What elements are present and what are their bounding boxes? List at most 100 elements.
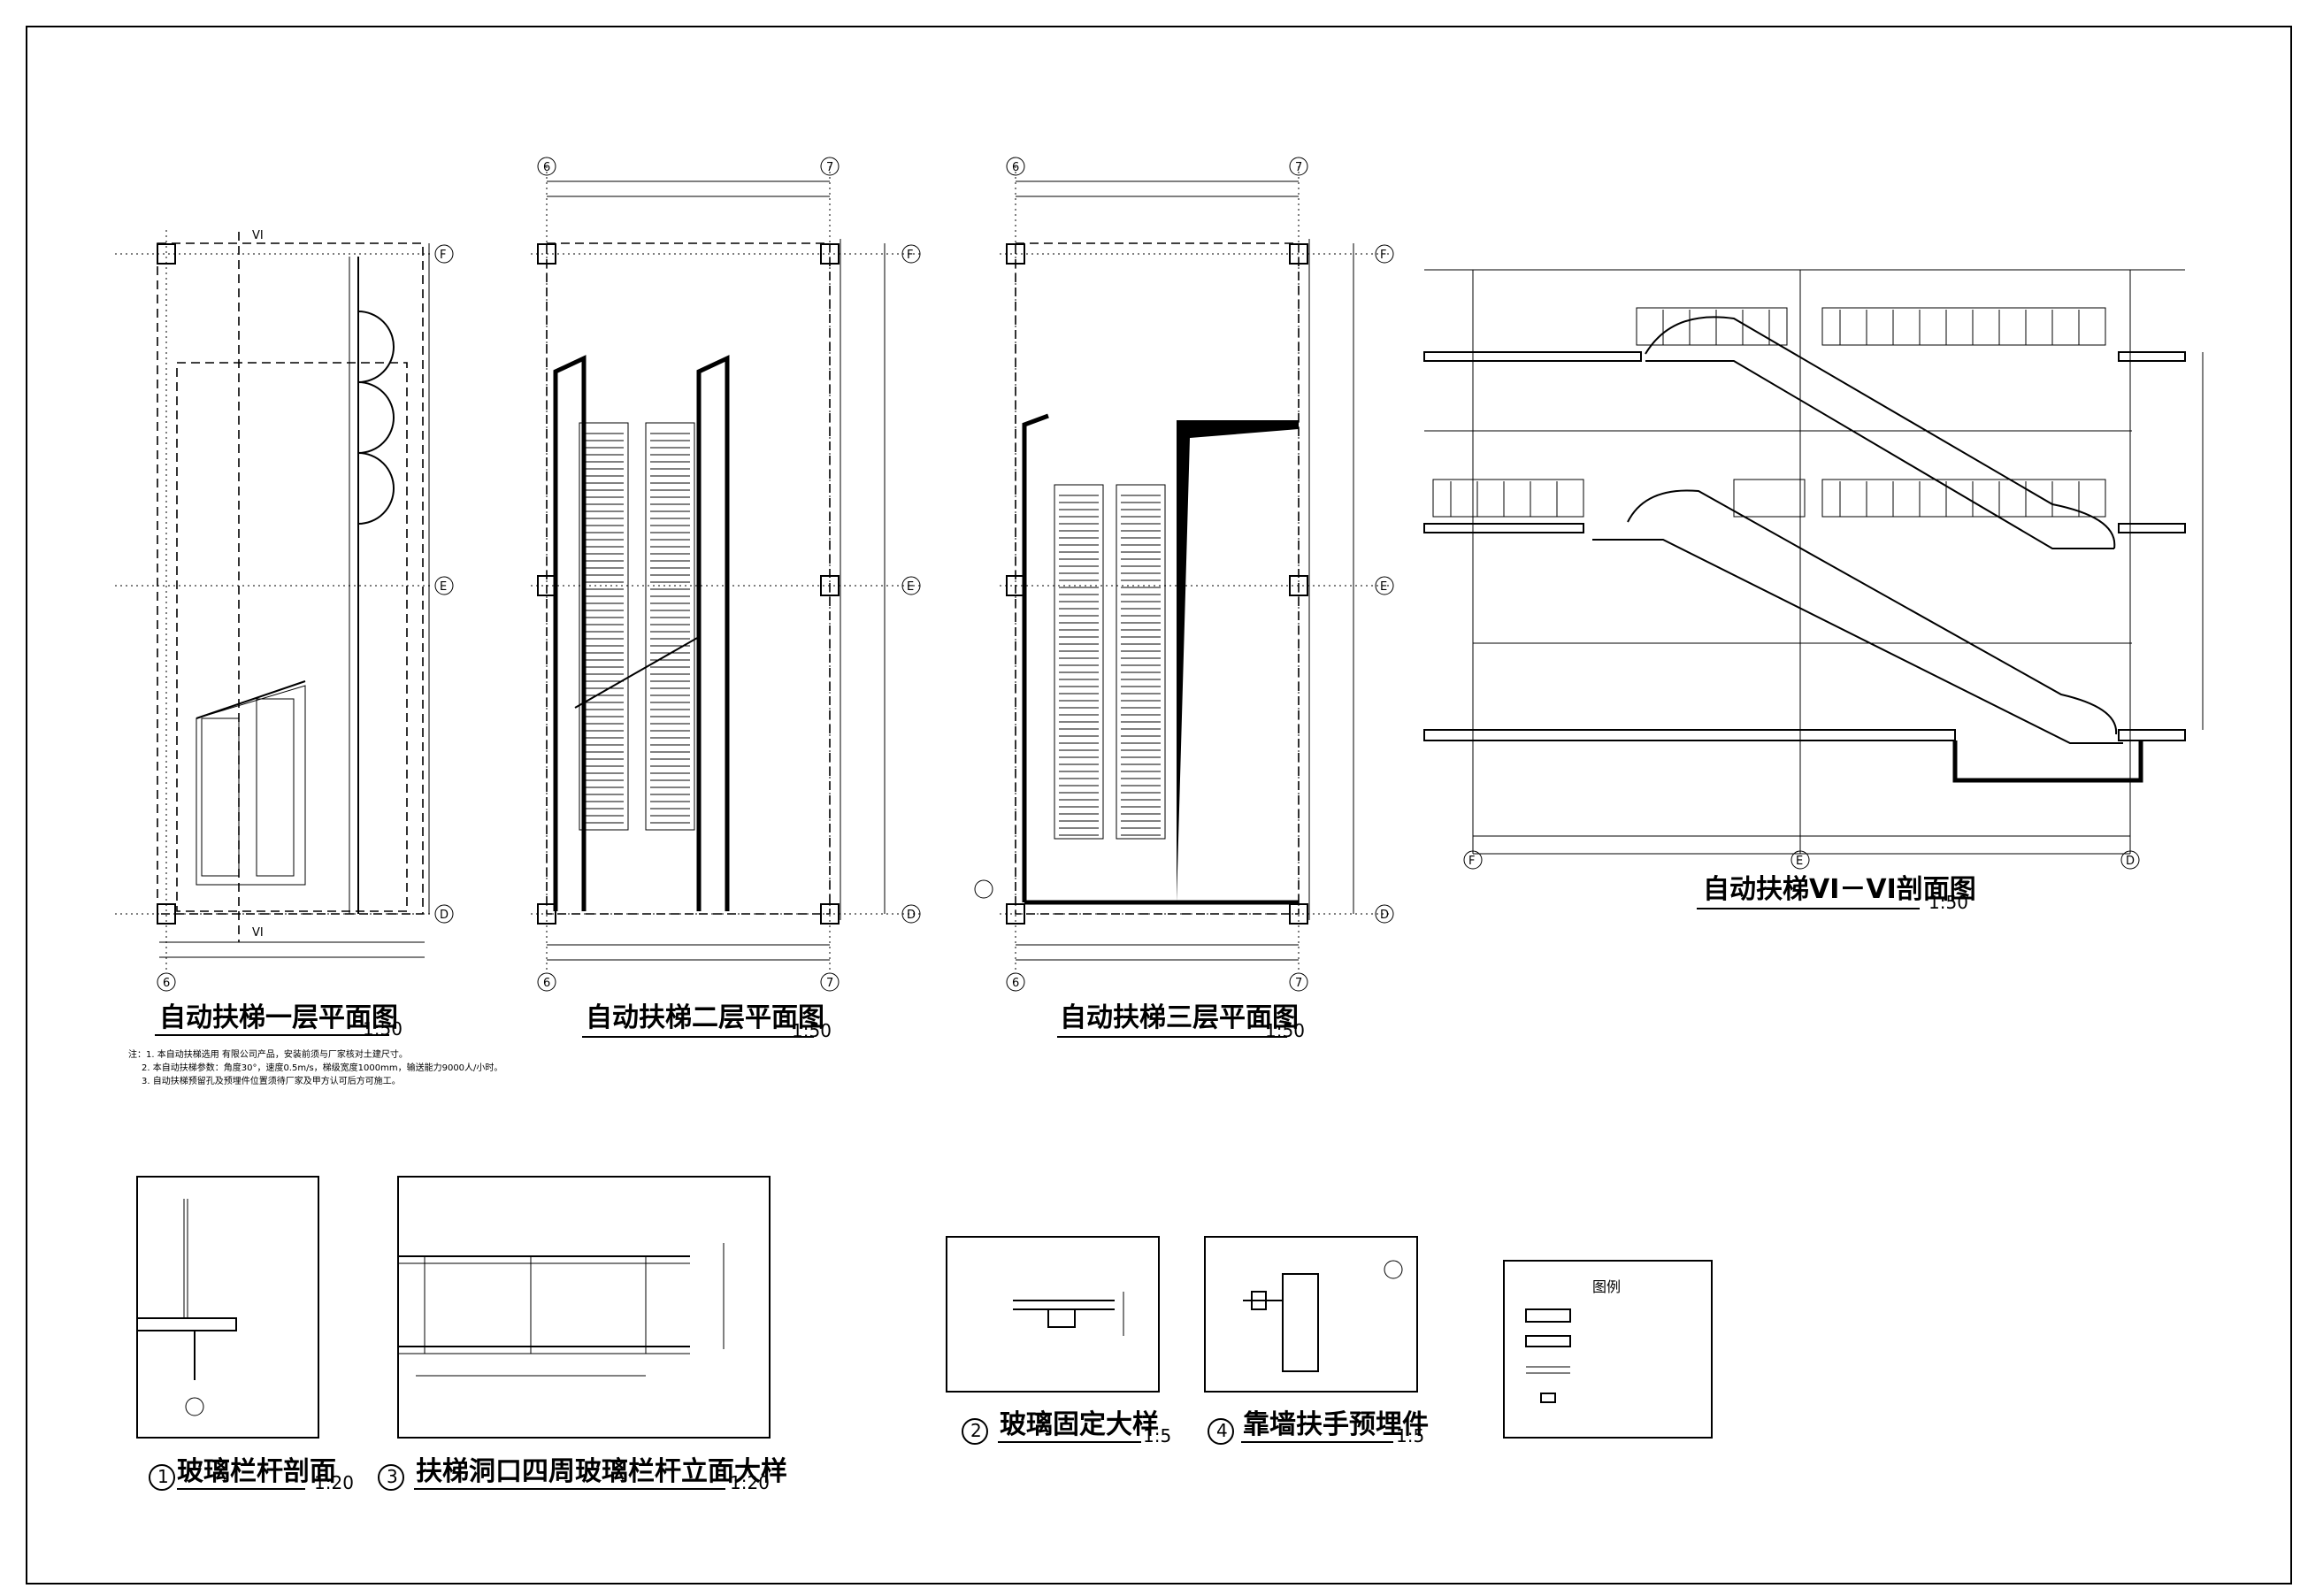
- section-slab-l2-left: [1423, 523, 1584, 533]
- plan2-axis-label-6-top: 6: [543, 161, 550, 174]
- plan1-pit-outline: [176, 362, 408, 912]
- plan1-axis-bubble-e: [434, 576, 454, 595]
- plan3-axis-bubble-d: [1375, 904, 1394, 924]
- notes-block: 注：1. 本自动扶梯选用 有限公司产品，安装前须与厂家核对土建尺寸。 2. 本自…: [128, 1048, 502, 1086]
- plan3-axis-bubble-7-top: [1289, 157, 1308, 176]
- detail2-number: 2: [970, 1420, 982, 1441]
- note-line-1: 注：1. 本自动扶梯选用 有限公司产品，安装前须与厂家核对土建尺寸。: [128, 1048, 408, 1060]
- plan1-cut-mark-top: VI: [252, 229, 264, 242]
- plan2-axis-bubble-f: [901, 244, 921, 264]
- detail4-frame: [1204, 1236, 1418, 1393]
- plan3-axis-bubble-7: [1289, 972, 1308, 992]
- plan2-column-br: [820, 903, 840, 925]
- plan2-title: 自动扶梯二层平面图: [586, 1002, 824, 1033]
- plan1-axis-label-6: 6: [163, 977, 170, 990]
- section-axis-bubble-e: [1790, 850, 1810, 870]
- plan2-left-opening-edge: [553, 355, 587, 911]
- section-rail-l2-left: [1432, 479, 1584, 518]
- section-pit: [1952, 740, 2143, 783]
- plan1-title: 自动扶梯一层平面图: [159, 1002, 398, 1033]
- section-escalator-upper-handrail: [1645, 316, 2116, 549]
- section-slab-l3-left: [1423, 351, 1642, 362]
- plan2-axis-bubble-d: [901, 904, 921, 924]
- detail4-scale: 1:5: [1396, 1425, 1424, 1446]
- plan1-column-bl: [157, 903, 176, 925]
- section-slab-l1-left: [1423, 729, 1956, 741]
- detail4-wall: [1282, 1273, 1319, 1372]
- section-axis-label-e: E: [1796, 855, 1803, 868]
- plan2-column-bl: [537, 903, 556, 925]
- plan3-axis-label-6: 6: [1012, 977, 1019, 990]
- plan3-title: 自动扶梯三层平面图: [1060, 1002, 1299, 1033]
- plan1-scale: 1:50: [363, 1018, 403, 1040]
- plan3-axis-label-e: E: [1380, 580, 1387, 594]
- section-escalator-lower-handrail: [1627, 489, 2118, 735]
- plan1-axis-bubble-f: [434, 244, 454, 264]
- plan2-axis-bubble-7: [820, 972, 840, 992]
- legend-swatch-concrete: [1525, 1308, 1571, 1323]
- plan3-column-mr: [1289, 575, 1308, 596]
- legend-title: 图例: [1592, 1278, 1621, 1295]
- plan1-escalator-left: [201, 717, 240, 877]
- section-escalator-upper-truss: [1645, 360, 2114, 549]
- plan3-scale: 1:50: [1265, 1020, 1305, 1041]
- detail1-title: 玻璃栏杆剖面: [177, 1456, 336, 1487]
- section-axis-bubble-f: [1463, 850, 1483, 870]
- plan-level-3: 6 7 6 7 F E D 自动扶梯三层平面图 1:50: [974, 157, 1394, 1041]
- plan2-cut-line: [574, 636, 700, 709]
- plan3-outline: [1015, 242, 1300, 915]
- detail4-title: 靠墙扶手预埋件: [1243, 1409, 1429, 1440]
- plan3-axis-label-6-top: 6: [1012, 161, 1019, 174]
- section-rail-l2-right: [1821, 479, 2106, 518]
- escalator-section: F E D 自动扶梯VI－VI剖面图 1:50: [1423, 269, 2204, 913]
- plan3-detail-callout-4: [974, 879, 993, 899]
- plan3-axis-bubble-6-top: [1006, 157, 1025, 176]
- legend-swatch-symbol: [1540, 1393, 1556, 1403]
- plan1-column-tl: [157, 243, 176, 265]
- plan3-escalator-down: [1054, 484, 1104, 840]
- plan2-right-opening-edge: [696, 355, 730, 911]
- plan1-cut-mark-bottom: VI: [252, 926, 264, 940]
- plan1-cut-line: [196, 680, 306, 719]
- legend: 图例: [1503, 1260, 1713, 1439]
- plan1-door-swings: [357, 311, 395, 525]
- detail2-frame: [946, 1236, 1160, 1393]
- plan1-outline: [157, 242, 424, 915]
- section-scale: 1:50: [1928, 892, 1968, 913]
- sheet-frame: [26, 26, 2292, 1584]
- plan2-axis-label-7-top: 7: [826, 161, 833, 174]
- section-slab-l1-right: [2118, 729, 2186, 741]
- detail4-callout: [1384, 1260, 1403, 1279]
- section-title: 自动扶梯VI－VI剖面图: [1703, 874, 1976, 905]
- plan2-axis-label-7: 7: [826, 977, 833, 990]
- plan2-axis-label-f: F: [907, 249, 913, 262]
- section-slab-l2-right: [2118, 523, 2186, 533]
- plan3-axis-bubble-e: [1375, 576, 1394, 595]
- detail2-scale: 1:5: [1143, 1425, 1171, 1446]
- detail1-bolt-symbol: [185, 1397, 204, 1416]
- plan1-escalator-right: [256, 698, 295, 877]
- note-line-2: 2. 本自动扶梯参数：角度30°，速度0.5m/s，梯级宽度1000mm，输送能…: [142, 1062, 502, 1073]
- detail1-scale: 1:20: [314, 1472, 354, 1493]
- section-rail-l2-mid: [1733, 479, 1806, 518]
- plan3-axis-label-f: F: [1380, 249, 1386, 262]
- detail2-number-bubble: [962, 1418, 988, 1445]
- detail2-title: 玻璃固定大样: [1000, 1409, 1159, 1440]
- detail3-number-bubble: [378, 1464, 404, 1491]
- detail3-posts: [424, 1256, 647, 1354]
- plan3-left-opening-edge: [1022, 413, 1049, 902]
- section-axis-bubble-d: [2120, 850, 2140, 870]
- plan3-axis-bubble-6: [1006, 972, 1025, 992]
- plan2-axis-bubble-7-top: [820, 157, 840, 176]
- plan2-scale: 1:50: [792, 1020, 832, 1041]
- plan2-column-tr: [820, 243, 840, 265]
- detail4-handrail: [1251, 1291, 1267, 1310]
- detail3-number: 3: [387, 1466, 398, 1487]
- detail1-slab: [136, 1317, 237, 1331]
- plan1-axis-label-d: D: [440, 909, 449, 922]
- plan2-axis-label-e: E: [907, 580, 914, 594]
- plan3-axis-label-d: D: [1380, 909, 1389, 922]
- detail-4: 4 靠墙扶手预埋件 1:5: [1204, 1236, 1429, 1446]
